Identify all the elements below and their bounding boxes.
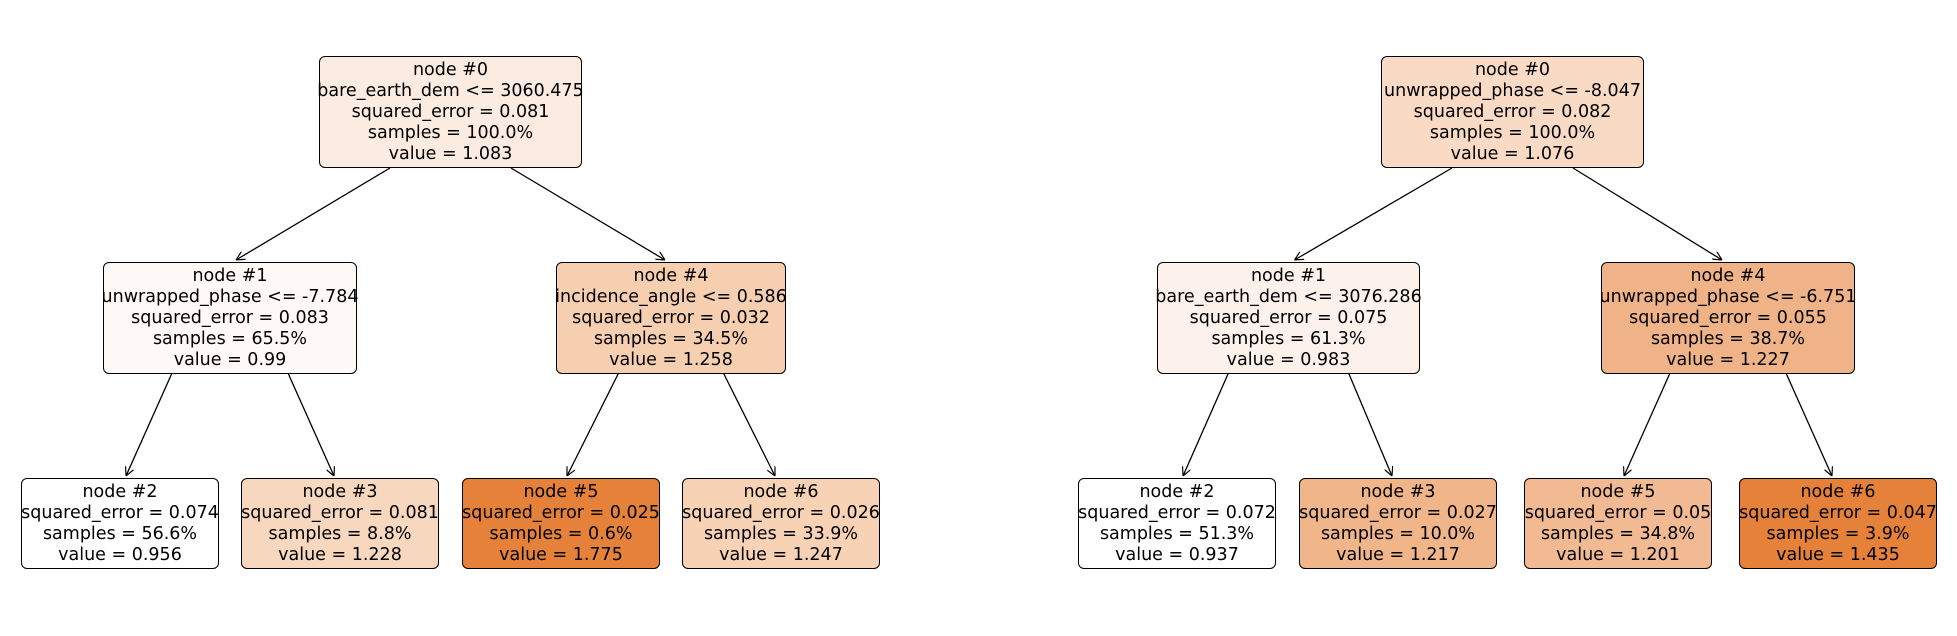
samples-text: samples = 65.5% [152, 328, 308, 349]
value-text: value = 1.227 [1666, 349, 1790, 370]
tree-0-edge-1-2 [126, 373, 173, 476]
tree-0-edge-4-5 [567, 373, 619, 476]
split-condition-text: unwrapped_phase <= -8.047 [1384, 80, 1641, 101]
tree-1-edge-1-3 [1348, 373, 1392, 476]
squared-error-text: squared_error = 0.072 [1078, 502, 1276, 523]
value-text: value = 0.983 [1226, 349, 1351, 370]
samples-text: samples = 34.8% [1540, 523, 1696, 544]
samples-text: samples = 33.9% [703, 523, 859, 544]
split-condition-text: bare_earth_dem <= 3076.286 [1155, 286, 1422, 307]
value-text: value = 1.228 [278, 544, 402, 565]
node-label: node #0 [1474, 59, 1551, 80]
squared-error-text: squared_error = 0.047 [1739, 502, 1937, 523]
value-text: value = 1.076 [1450, 143, 1575, 164]
squared-error-text: squared_error = 0.032 [572, 307, 770, 328]
node-label: node #5 [1580, 481, 1656, 502]
node-label: node #3 [302, 481, 378, 502]
samples-text: samples = 10.0% [1320, 523, 1476, 544]
squared-error-text: squared_error = 0.075 [1189, 307, 1388, 328]
tree-1-edge-0-1 [1295, 167, 1453, 260]
squared-error-text: squared_error = 0.026 [682, 502, 880, 523]
node-label: node #0 [412, 59, 489, 80]
value-text: value = 1.083 [388, 143, 513, 164]
value-text: value = 1.201 [1556, 544, 1680, 565]
value-text: value = 1.247 [719, 544, 843, 565]
squared-error-text: squared_error = 0.025 [462, 502, 660, 523]
split-condition-text: incidence_angle <= 0.586 [555, 286, 787, 307]
tree-0-edge-1-3 [287, 373, 334, 476]
squared-error-text: squared_error = 0.055 [1629, 307, 1827, 328]
value-text: value = 1.435 [1776, 544, 1900, 565]
node-label: node #1 [192, 265, 268, 286]
squared-error-text: squared_error = 0.05 [1524, 502, 1712, 523]
value-text: value = 0.937 [1115, 544, 1239, 565]
samples-text: samples = 38.7% [1650, 328, 1806, 349]
samples-text: samples = 56.6% [42, 523, 198, 544]
value-text: value = 1.258 [609, 349, 733, 370]
node-label: node #6 [743, 481, 819, 502]
node-label: node #6 [1800, 481, 1876, 502]
samples-text: samples = 51.3% [1099, 523, 1255, 544]
node-label: node #4 [1690, 265, 1766, 286]
value-text: value = 1.217 [1336, 544, 1460, 565]
tree-1-edge-1-2 [1183, 373, 1229, 476]
node-label: node #4 [633, 265, 709, 286]
tree-1-edge-4-5 [1624, 373, 1671, 476]
samples-text: samples = 0.6% [489, 523, 633, 544]
samples-text: samples = 100.0% [1429, 122, 1596, 143]
samples-text: samples = 3.9% [1766, 523, 1910, 544]
squared-error-text: squared_error = 0.081 [351, 101, 550, 122]
tree-1-edge-4-6 [1785, 373, 1832, 476]
squared-error-text: squared_error = 0.074 [21, 502, 219, 523]
squared-error-text: squared_error = 0.081 [241, 502, 439, 523]
samples-text: samples = 100.0% [367, 122, 534, 143]
split-condition-text: unwrapped_phase <= -7.784 [101, 286, 359, 307]
value-text: value = 1.775 [499, 544, 623, 565]
tree-0-edge-0-4 [510, 167, 665, 260]
samples-text: samples = 61.3% [1211, 328, 1366, 349]
node-label: node #5 [523, 481, 599, 502]
tree-0-edge-0-1 [236, 167, 391, 260]
tree-1-edge-0-4 [1572, 167, 1722, 260]
split-condition-text: bare_earth_dem <= 3060.475 [317, 80, 584, 101]
node-label: node #3 [1360, 481, 1436, 502]
value-text: value = 0.99 [173, 349, 287, 370]
node-label: node #2 [82, 481, 158, 502]
tree-0-edge-4-6 [723, 373, 775, 476]
samples-text: samples = 8.8% [268, 523, 412, 544]
squared-error-text: squared_error = 0.083 [131, 307, 329, 328]
samples-text: samples = 34.5% [593, 328, 749, 349]
node-label: node #2 [1139, 481, 1215, 502]
split-condition-text: unwrapped_phase <= -6.751 [1599, 286, 1857, 307]
squared-error-text: squared_error = 0.027 [1299, 502, 1497, 523]
node-label: node #1 [1250, 265, 1327, 286]
squared-error-text: squared_error = 0.082 [1413, 101, 1612, 122]
value-text: value = 0.956 [58, 544, 182, 565]
